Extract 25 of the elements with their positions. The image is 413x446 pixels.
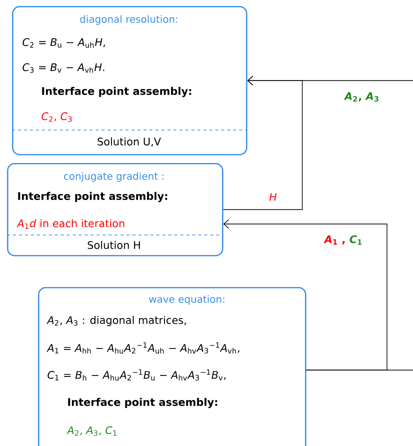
formula-text: A$_{2}$, A$_{3}$ : diagonal matrices, bbox=[46, 316, 186, 326]
edge-label: A$_{1}$ , bbox=[324, 235, 345, 245]
section-heading: Interface point assembly: bbox=[18, 192, 168, 202]
arrow bbox=[223, 219, 388, 370]
result-text: A$_{2}$, A$_{3}$, C$_{1}$ bbox=[66, 426, 116, 436]
box-title: diagonal resolution: bbox=[80, 15, 178, 25]
process-box bbox=[12, 6, 248, 156]
result-text: C$_{2}$, C$_{3}$ bbox=[42, 112, 72, 122]
matrix-label: C$_{1}$ bbox=[350, 235, 362, 245]
edge-label: H bbox=[269, 193, 277, 201]
formula-text: Solution H bbox=[88, 240, 140, 250]
arrow bbox=[222, 76, 303, 210]
formula-text: A$_{1}$ = A$_{hh}$ − A$_{hu}$A$_{2}$$^{−1}$A$_{uh}$ − A$_{hv}$A$_{3}$$^{−1}$A$_{vh}$, bbox=[46, 342, 240, 354]
formula-text: C$_{2}$ = B$_{u}$ − A$_{uh}$H, bbox=[22, 38, 105, 48]
formula-text: C$_{3}$ = B$_{v}$ − A$_{vh}$H. bbox=[22, 63, 104, 73]
process-box bbox=[6, 163, 224, 256]
box-title: wave equation: bbox=[149, 295, 224, 305]
formula-text: C$_{1}$ = B$_{h}$ − A$_{hu}$A$_{2}$$^{−1}$B$_{u}$ − A$_{hv}$A$_{3}$$^{−1}$B$_{v}$, bbox=[48, 369, 226, 381]
result-text: A$_{1}$d in each iteration bbox=[16, 219, 124, 229]
formula-text: Solution U,V bbox=[98, 137, 161, 147]
edge-label: A$_{2}$, A$_{3}$ bbox=[344, 92, 378, 102]
box-title: conjugate gradient : bbox=[64, 172, 164, 182]
section-heading: Interface point assembly: bbox=[68, 398, 218, 408]
process-box bbox=[38, 287, 306, 446]
section-heading: Interface point assembly: bbox=[42, 86, 192, 98]
